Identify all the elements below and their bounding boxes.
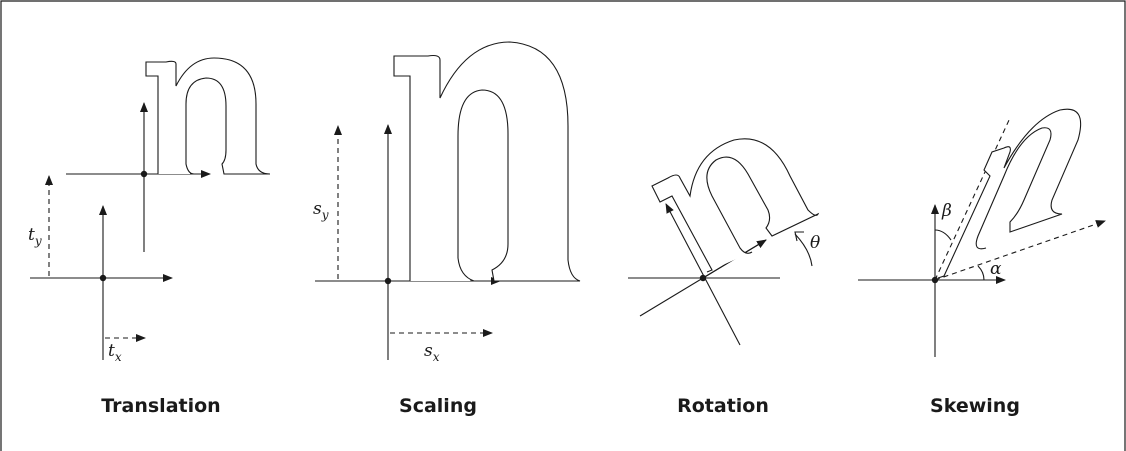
skewing-x-skew-line: [934, 220, 1106, 281]
scaling-sy-label: sy: [313, 199, 329, 222]
translation-ty-label: ty: [28, 225, 42, 248]
scaling-origin: [384, 277, 392, 285]
skewing-caption: Skewing: [930, 395, 1020, 417]
skewing-glyph-n: [937, 108, 1082, 279]
translation-caption: Translation: [101, 395, 220, 417]
translation-moved-origin: [140, 170, 148, 178]
skewing-y-skew-line: [934, 117, 1011, 281]
rotation-caption: Rotation: [677, 395, 769, 417]
skewing-beta-label: β: [941, 201, 952, 221]
rotation-glyph-n: [651, 138, 820, 273]
translation-tx-label: tx: [108, 341, 122, 364]
translation-glyph-n: [145, 57, 271, 175]
rotation-theta-label: θ: [810, 233, 820, 253]
translation-panel: ty tx Translation: [28, 57, 271, 417]
scaling-sx-label: sx: [424, 341, 440, 364]
scaling-caption: Scaling: [399, 395, 477, 417]
scaling-glyph-n: [393, 41, 581, 282]
translation-origin: [99, 274, 107, 282]
skewing-alpha-label: α: [990, 259, 1002, 279]
rotation-panel: θ Rotation: [628, 138, 820, 417]
skewing-panel: α β Skewing: [858, 108, 1106, 417]
scaling-panel: sy sx Scaling: [313, 41, 581, 417]
rotation-y-axis: [665, 203, 741, 346]
rotation-origin: [699, 274, 707, 282]
